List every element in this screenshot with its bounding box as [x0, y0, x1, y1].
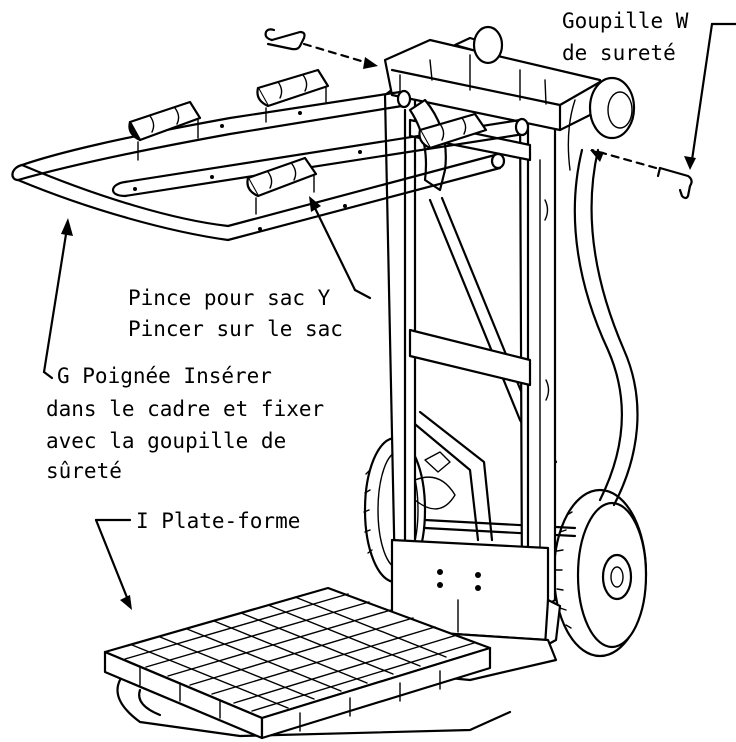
bag-clip-1: [128, 100, 202, 161]
label-clip-y: Pince pour sac Y Pincer sur le sac: [128, 286, 343, 341]
label-clip-y-line2: Pincer sur le sac: [128, 317, 343, 341]
bag-clip-2: [256, 68, 330, 123]
label-pin-w-line2: de sureté: [562, 41, 676, 65]
callout-handle-g: [42, 218, 73, 380]
callout-clip-y: [309, 196, 372, 300]
label-handle-g-line3: avec la goupille de: [46, 429, 286, 453]
label-clip-y-line1: Pince pour sac Y: [128, 286, 331, 310]
frame-head: [383, 25, 636, 192]
label-platform-i: I Plate-forme: [136, 509, 300, 533]
label-platform-i-text: I Plate-forme: [136, 509, 300, 533]
callout-pin-w: [684, 22, 736, 170]
bag-clip-4: [418, 112, 488, 150]
label-handle-g-line4: sûreté: [46, 459, 122, 483]
label-handle-g-line1: G Poignée Insérer: [57, 364, 272, 388]
platform-i: [103, 586, 492, 740]
label-pin-w: Goupille W de sureté: [562, 9, 689, 65]
right-wheel: [552, 488, 648, 658]
base-plate: [116, 538, 562, 738]
label-pin-w-line1: Goupille W: [562, 9, 689, 33]
safety-pin-right: [590, 148, 693, 200]
safety-pin-top: [264, 28, 380, 69]
upright-frame: [383, 78, 557, 612]
label-handle-g: G Poignée Insérer dans le cadre et fixer…: [46, 364, 324, 483]
label-handle-g-line2: dans le cadre et fixer: [46, 397, 324, 421]
callout-platform-i: [94, 518, 132, 610]
bag-clip-3: [246, 156, 318, 215]
